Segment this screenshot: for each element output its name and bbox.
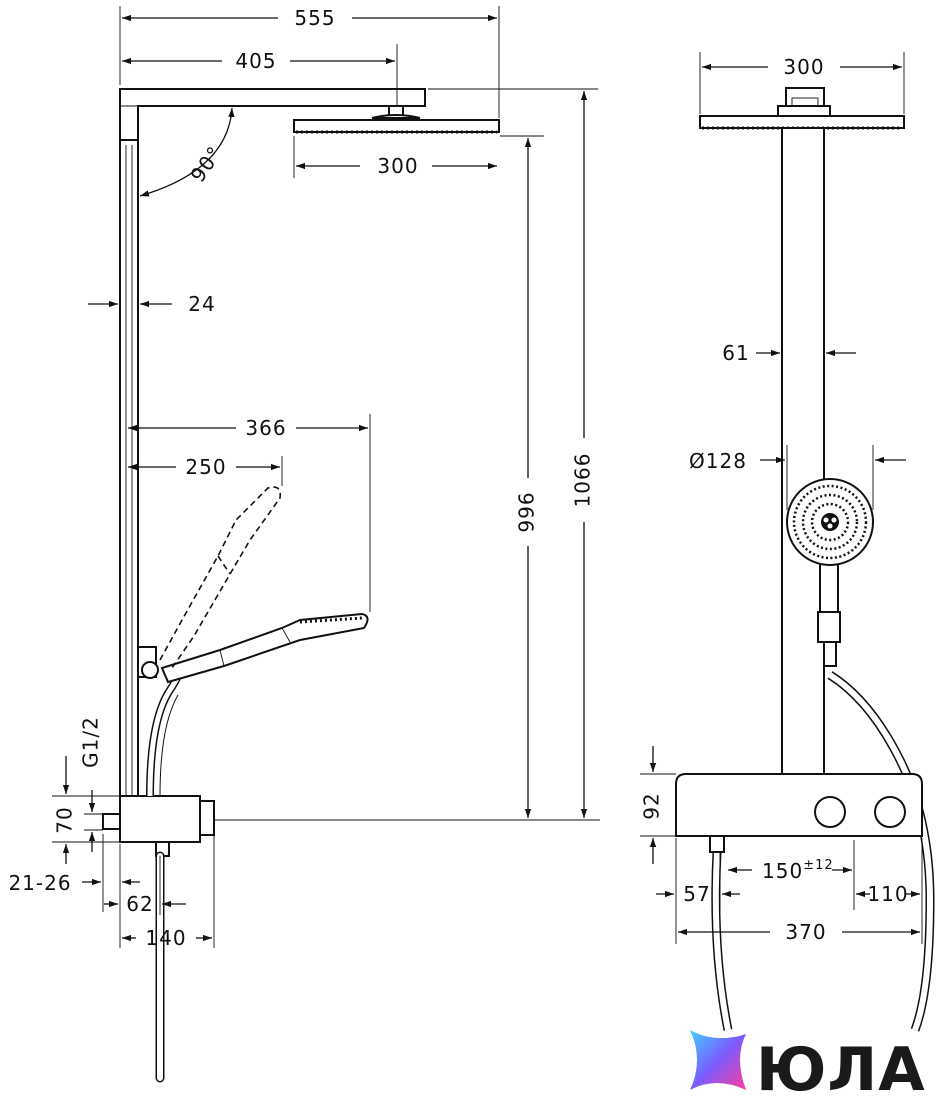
overhead-shower-head-front [699, 87, 905, 130]
dim-body-depth: 140 [122, 836, 215, 950]
dim-body-depth-label: 140 [145, 926, 186, 950]
dim-head-width-side: 300 [293, 136, 497, 178]
shower-column [119, 88, 139, 820]
dim-pipe-width: 61 [722, 341, 856, 365]
dim-inlet-offset-label: 62 [126, 892, 153, 916]
dim-height-total: 1066 [214, 88, 600, 821]
dim-wall-offset-label: 21-26 [8, 871, 71, 895]
dim-right-offset: 110 [856, 838, 923, 944]
dim-pipe-width-label: 61 [722, 341, 749, 365]
svg-text:150±12: 150±12 [762, 858, 834, 883]
dim-inlet-spacing-label: 150 [762, 859, 803, 883]
dim-body-height-front-label: 92 [640, 792, 664, 819]
brand-watermark: ЮЛА [690, 1030, 926, 1100]
dim-hand-diameter: Ø128 [689, 445, 906, 510]
dim-left-offset-label: 57 [683, 882, 710, 906]
dim-overall-width: 555 [119, 6, 500, 118]
dim-wall-offset: 21-26 [8, 834, 140, 948]
shower-pipe-front [781, 127, 825, 775]
shower-hose-side [146, 663, 185, 1083]
dim-inlet-tolerance-label: ±12 [803, 858, 833, 873]
dim-thread-label: G1/2 [79, 716, 103, 768]
dim-hand-reach: 366 [128, 414, 371, 612]
brand-logo-icon [690, 1030, 746, 1090]
dim-body-width-label: 370 [785, 920, 826, 944]
dim-body-height-front: 92 [640, 746, 676, 864]
temperature-knob-icon [814, 796, 846, 828]
dim-hand-reach-short-label: 250 [185, 455, 226, 479]
shower-hose-front [711, 671, 935, 1032]
dim-arm-length-label: 405 [235, 49, 276, 73]
dim-angle: 90° [139, 107, 235, 197]
dim-head-width-front: 300 [699, 52, 905, 114]
shower-arm [119, 88, 426, 141]
brand-name: ЮЛА [756, 1035, 926, 1100]
dim-thread: G1/2 [79, 716, 103, 852]
dim-angle-label: 90° [185, 141, 227, 186]
hand-shower-side [160, 612, 369, 684]
thermostat-body-front [675, 773, 923, 853]
dim-left-offset: 57 [656, 838, 740, 944]
thermostat-body-side [102, 795, 215, 857]
dim-inlet-spacing: 150±12 [719, 840, 855, 910]
dim-hand-reach-label: 366 [245, 416, 286, 440]
dim-inlet-offset: 62 [104, 856, 186, 916]
dim-rail-width: 24 [88, 292, 215, 316]
hand-shower-raised-dashed [159, 486, 282, 669]
dim-head-width-front-label: 300 [783, 55, 824, 79]
dim-body-height-side: 70 [52, 756, 120, 864]
dim-arm-length: 405 [122, 44, 398, 106]
dim-height-head: 996 [500, 135, 544, 818]
hand-shower-holder [137, 646, 159, 679]
side-view: 555 405 90° 300 24 [8, 6, 600, 1083]
dim-hand-reach-short: 250 [128, 455, 283, 486]
dim-overall-width-label: 555 [294, 6, 335, 30]
dim-body-width: 370 [678, 920, 920, 944]
dim-rail-width-label: 24 [188, 292, 215, 316]
overhead-shower-head [293, 105, 500, 134]
dim-height-head-label: 996 [515, 491, 539, 532]
front-view: 300 61 Ø128 92 [640, 52, 935, 1032]
dim-head-width-side-label: 300 [377, 154, 418, 178]
hand-shower-front [786, 478, 874, 667]
flow-knob-icon [874, 796, 906, 828]
dim-right-offset-label: 110 [867, 882, 908, 906]
dim-hand-diameter-label: Ø128 [689, 449, 747, 473]
dim-body-height-side-label: 70 [53, 806, 77, 833]
dim-height-total-label: 1066 [571, 453, 595, 508]
